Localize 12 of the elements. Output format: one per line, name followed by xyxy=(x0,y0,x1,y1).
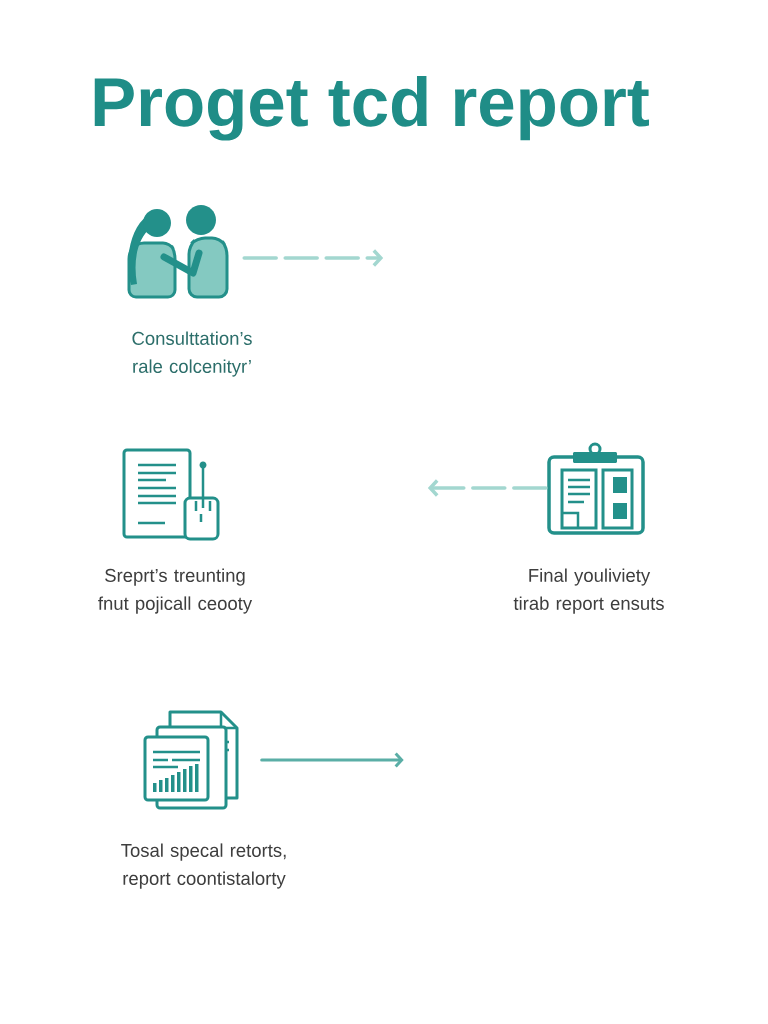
title: Proget tcd report xyxy=(94,76,649,141)
node-label: Sreprt’s treunting fnut pojicall ceooty xyxy=(98,568,253,614)
documents-icon xyxy=(143,710,239,810)
people-icon xyxy=(127,205,229,299)
node-label: Final youliviety tirab report ensuts xyxy=(513,568,664,614)
document-icon xyxy=(122,448,220,541)
arrow xyxy=(260,752,404,768)
arrow xyxy=(242,249,384,267)
node-label: Consulttation’s rale colcenityr’ xyxy=(132,331,252,377)
node-label: Tosal specal retorts, report coontistalorty xyxy=(121,843,286,889)
clipboard-icon xyxy=(547,442,645,535)
arrow xyxy=(427,479,548,497)
